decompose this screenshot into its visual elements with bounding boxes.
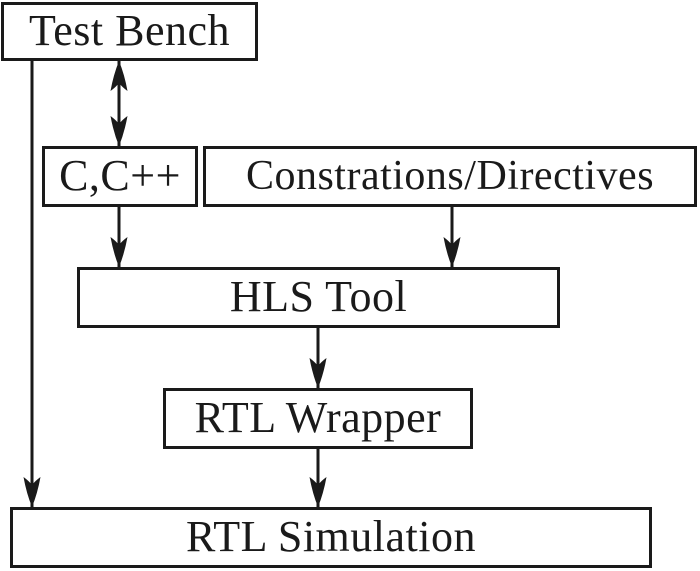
node-test-bench: Test Bench (1, 2, 258, 61)
arrowhead-down-icon (110, 237, 128, 267)
arrowhead-down-icon (309, 358, 327, 388)
node-constraints-directives-label: Constrations/Directives (245, 152, 655, 199)
node-hls-tool-label: HLS Tool (229, 271, 408, 321)
edge-rtl-wrapper-to-rtl-simulation (309, 449, 327, 507)
node-c-cpp: C,C++ (42, 146, 198, 207)
node-rtl-simulation: RTL Simulation (10, 507, 652, 568)
edge-test-bench-to-c-cpp (110, 61, 128, 146)
edge-hls-tool-to-rtl-wrapper (309, 328, 327, 388)
arrowhead-up-icon (110, 61, 128, 91)
node-hls-tool: HLS Tool (77, 267, 560, 328)
arrowhead-down-icon (443, 237, 461, 267)
arrowhead-down-icon (309, 477, 327, 507)
node-constraints-directives: Constrations/Directives (203, 146, 697, 207)
edge-test-bench-to-rtl-simulation (23, 61, 41, 507)
node-test-bench-label: Test Bench (28, 5, 231, 55)
edge-constraints-to-hls-tool (443, 207, 461, 267)
arrowhead-down-icon (23, 477, 41, 507)
node-c-cpp-label: C,C++ (59, 150, 181, 200)
node-rtl-wrapper: RTL Wrapper (163, 388, 473, 449)
edge-c-cpp-to-hls-tool (110, 207, 128, 267)
node-rtl-simulation-label: RTL Simulation (186, 511, 476, 561)
node-rtl-wrapper-label: RTL Wrapper (194, 392, 442, 442)
arrowhead-down-icon (110, 116, 128, 146)
